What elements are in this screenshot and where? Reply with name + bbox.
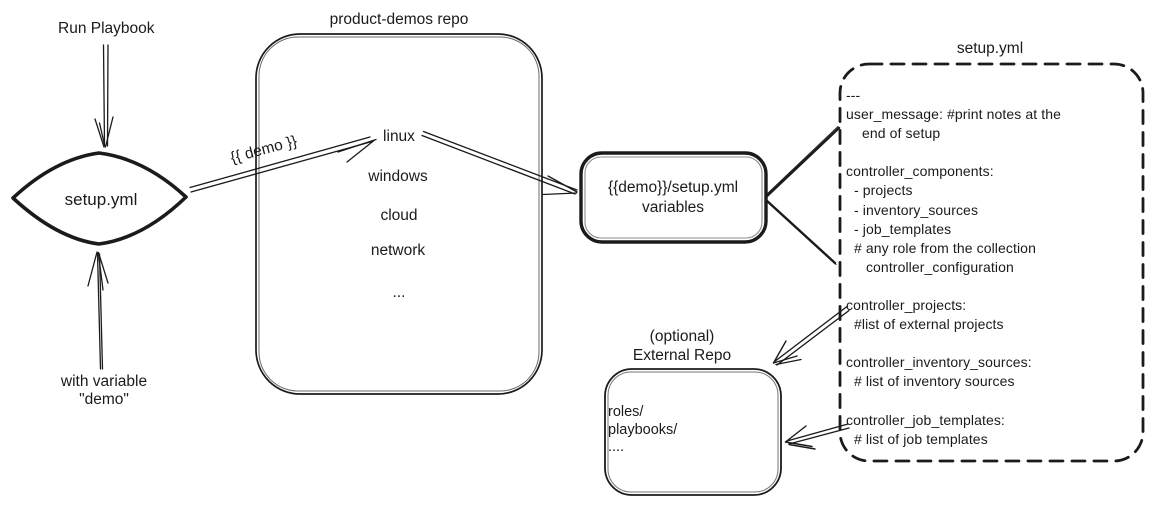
repo-item-cloud: cloud	[380, 207, 418, 225]
templates-to-external-arrow	[784, 423, 850, 450]
repo-item-ellipsis: ...	[392, 284, 406, 302]
repo-item-windows: windows	[368, 168, 428, 186]
projects-to-external-arrow	[772, 305, 850, 366]
repo-item-linux: linux	[383, 128, 415, 146]
external-repo-content: roles/ playbooks/ ....	[608, 404, 678, 455]
setup-yml-file-content: --- user_message: #print notes at the en…	[846, 87, 1061, 447]
setup-yml-file-box	[838, 62, 1145, 463]
external-repo-box	[604, 368, 782, 496]
repo-item-network: network	[370, 242, 426, 260]
linux-to-variables-arrow	[421, 130, 578, 196]
with-variable-arrow	[87, 251, 109, 370]
product-demos-repo-title: product-demos repo	[329, 11, 469, 28]
setup-yml-diamond	[11, 151, 188, 246]
setup-yml-file-title: setup.yml	[956, 40, 1024, 57]
diamond-label: setup.yml	[64, 190, 138, 210]
external-repo-title: (optional) External Repo	[632, 328, 732, 364]
demo-arrow	[189, 136, 377, 193]
product-demos-repo-box	[255, 33, 543, 395]
run-playbook-label: Run Playbook	[58, 20, 155, 37]
variables-box-label: {{demo}}/setup.yml variables	[607, 179, 739, 216]
with-variable-label: with variable "demo"	[60, 373, 148, 408]
run-playbook-arrow	[94, 44, 114, 148]
variables-to-file-fan-lines	[764, 126, 841, 265]
